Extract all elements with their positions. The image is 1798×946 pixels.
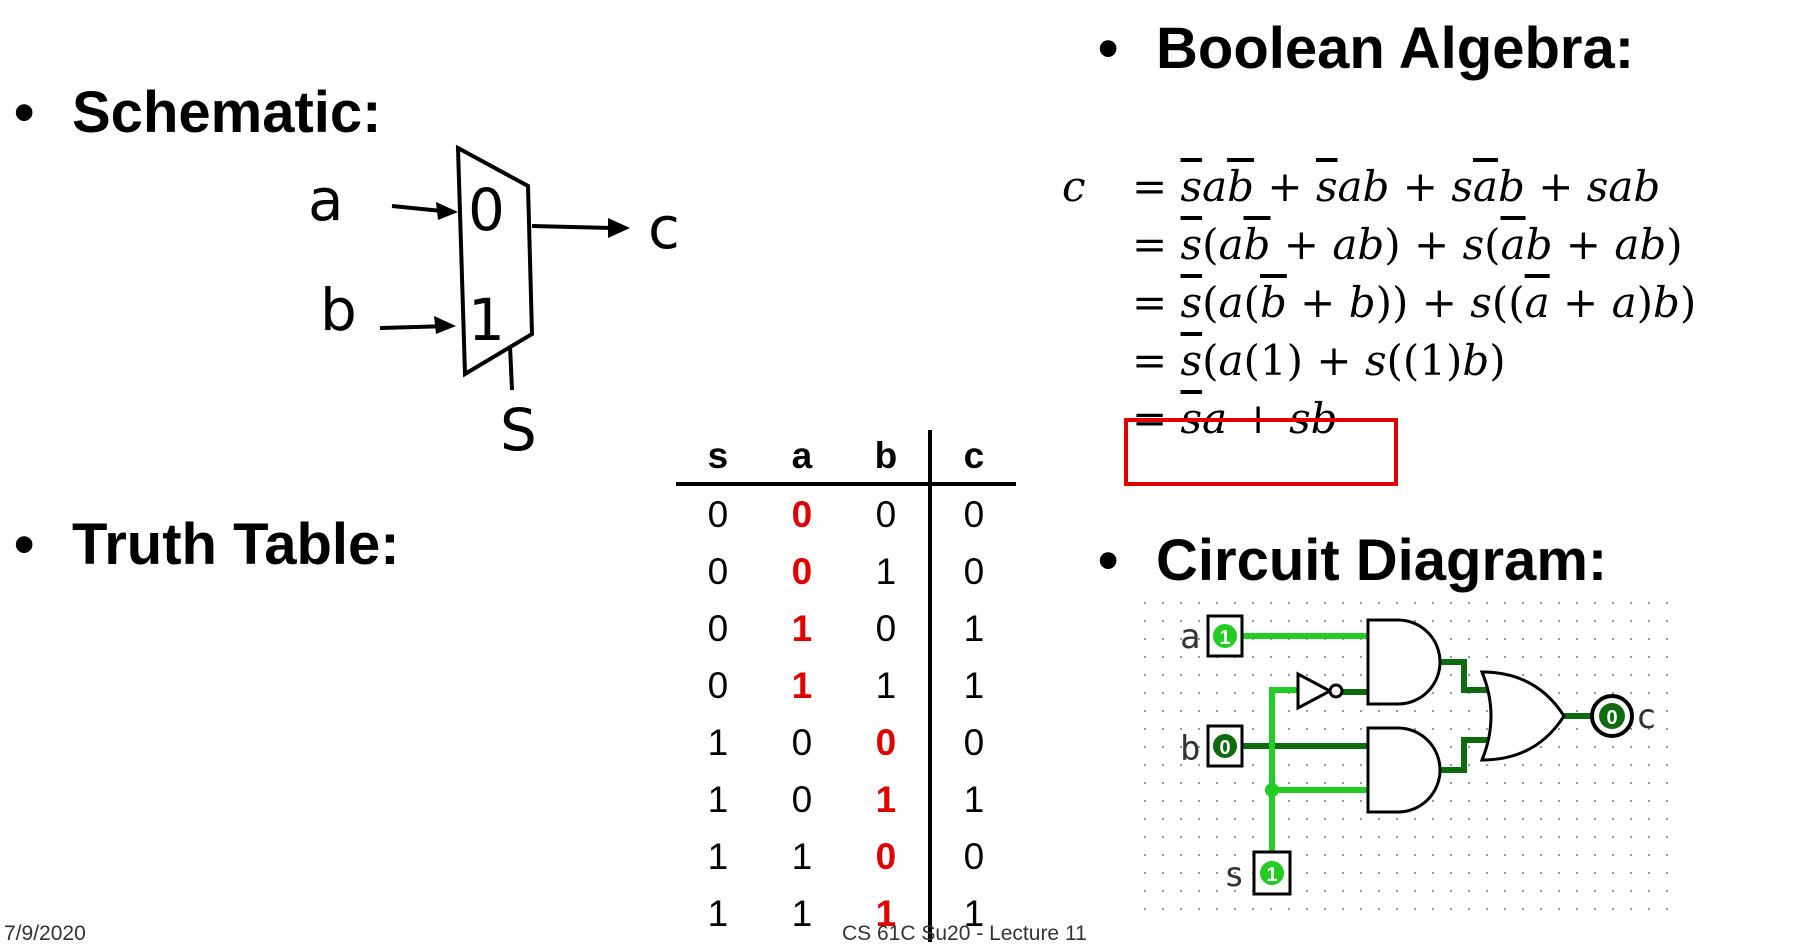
input-b-label: b (320, 276, 357, 344)
table-cell: 0 (707, 493, 729, 535)
table-cell: 0 (707, 607, 729, 649)
table-cell: 0 (707, 664, 729, 706)
bullet: • (14, 512, 35, 577)
table-cell: 0 (927, 714, 1016, 771)
table-row: 0 0 1 0 (676, 543, 1016, 600)
bullet: • (1098, 16, 1119, 81)
arrow-icon (608, 218, 630, 238)
pin-a-value: 1 (1219, 627, 1230, 649)
table-row: 1 1 0 0 (676, 828, 1016, 885)
circuit-diagram: 1 0 1 0 a b s c (1136, 594, 1684, 914)
table-cell: 0 (791, 778, 813, 820)
footer-date: 7/9/2020 (4, 922, 86, 945)
output-wire (531, 224, 613, 230)
truth-table-heading: •Truth Table: (14, 512, 400, 577)
arrow-icon (436, 202, 458, 220)
table-cell: 1 (791, 835, 813, 877)
table-cell: 0 (927, 828, 1016, 885)
table-row: 1 0 0 0 (676, 714, 1016, 771)
table-cell: 1 (707, 835, 729, 877)
table-cell: 1 (875, 550, 897, 592)
mux-schematic: a b 0 1 c S (308, 144, 680, 464)
table-cell: 1 (927, 771, 1016, 828)
truth-table-header: s a b c (676, 430, 1016, 486)
table-cell: 0 (791, 721, 813, 763)
table-cell: 1 (707, 721, 729, 763)
table-cell: 1 (875, 664, 897, 706)
table-cell: 0 (927, 484, 1016, 543)
bullet: • (14, 80, 35, 145)
wire-and2-out (1431, 737, 1489, 773)
table-cell: 0 (791, 550, 813, 592)
lhs-variable: c (1062, 162, 1086, 211)
table-cell: 0 (875, 607, 897, 649)
table-cell: 1 (927, 600, 1016, 657)
port-1-label: 1 (468, 286, 505, 354)
footer-course: CS 61C Su20 - Lecture 11 (842, 922, 1087, 945)
port-0-label: 0 (468, 176, 505, 244)
table-row: 0 1 0 1 (676, 600, 1016, 657)
label-c: c (1636, 697, 1656, 737)
pin-b[interactable]: 0 (1206, 724, 1244, 768)
header-a: a (759, 430, 844, 486)
label-b: b (1180, 729, 1200, 769)
and-gate-2 (1366, 726, 1442, 814)
table-cell: 1 (875, 778, 897, 820)
output-c-label: c (648, 194, 680, 262)
table-row: 0 0 0 0 (676, 484, 1016, 543)
table-cell: 0 (875, 493, 897, 535)
select-wire (508, 345, 514, 391)
select-s-label: S (500, 396, 537, 464)
table-cell: 1 (875, 892, 897, 934)
boolean-algebra-heading: •Boolean Algebra: (1098, 16, 1635, 81)
table-cell: 1 (927, 885, 1016, 942)
pin-s[interactable]: 1 (1252, 850, 1292, 896)
wire-s-not (1269, 687, 1301, 829)
table-cell: 1 (707, 892, 729, 934)
output-c: 0 (1590, 694, 1634, 738)
pin-b-value: 0 (1219, 737, 1230, 759)
table-cell: 0 (875, 835, 897, 877)
and-gate-1 (1366, 618, 1442, 706)
input-a-label: a (308, 166, 344, 234)
table-cell: 1 (927, 657, 1016, 714)
header-s: s (676, 430, 760, 486)
result-highlight-box (1124, 418, 1398, 486)
pin-a[interactable]: 1 (1206, 614, 1244, 658)
arrow-icon (434, 316, 456, 334)
table-cell: 0 (791, 493, 813, 535)
table-cell: 0 (875, 721, 897, 763)
label-s: s (1224, 855, 1244, 895)
circuit-diagram-heading: •Circuit Diagram: (1098, 528, 1608, 593)
table-cell: 1 (791, 607, 813, 649)
table-cell: 1 (791, 664, 813, 706)
mux-body (455, 144, 535, 378)
table-row: 1 1 1 1 (676, 885, 1016, 942)
pin-s-value: 1 (1266, 864, 1277, 886)
wire-junction (1265, 783, 1279, 797)
table-cell: 0 (707, 550, 729, 592)
bullet: • (1098, 528, 1119, 593)
table-row: 1 0 1 1 (676, 771, 1016, 828)
table-cell: 0 (927, 543, 1016, 600)
not-bubble (1328, 683, 1344, 699)
label-a: a (1180, 617, 1200, 657)
output-c-value: 0 (1606, 707, 1617, 729)
schematic-heading: •Schematic: (14, 80, 382, 145)
header-b: b (843, 430, 930, 486)
not-gate (1296, 671, 1334, 711)
truth-table: s a b c 0 0 0 0 0 0 1 0 0 1 0 1 0 1 1 1 (676, 430, 1016, 942)
or-gate (1479, 670, 1566, 762)
table-cell: 1 (791, 892, 813, 934)
table-row: 0 1 1 1 (676, 657, 1016, 714)
table-cell: 1 (707, 778, 729, 820)
header-c: c (927, 430, 1016, 486)
wire-and1-out (1431, 659, 1489, 693)
